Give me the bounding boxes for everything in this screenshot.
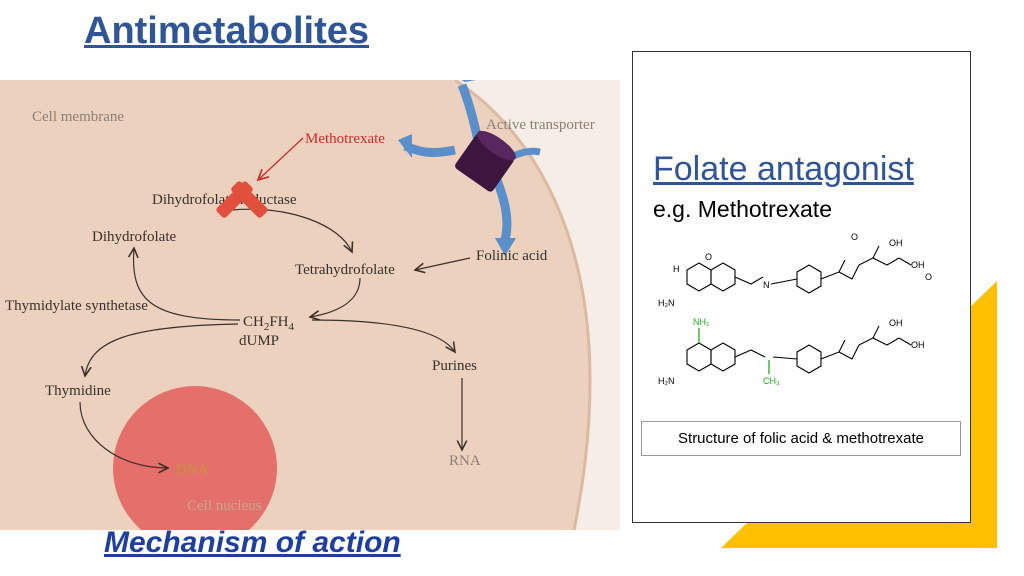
- folinic-acid-label: Folinic acid: [476, 248, 548, 264]
- cell-membrane-label: Cell membrane: [32, 109, 124, 125]
- folic-acid-structure: [686, 245, 912, 294]
- chem-oh-2: OH: [911, 260, 925, 270]
- chem-o-1: O: [851, 232, 858, 242]
- slide-title: Antimetabolites: [84, 10, 370, 52]
- chem-h2n-1: H₂N: [658, 298, 675, 308]
- cell-membrane-line: [454, 80, 592, 530]
- dihydrofolate-label: Dihydrofolate: [92, 229, 176, 245]
- purines-label: Purines: [432, 358, 477, 374]
- chem-oh-3: OH: [889, 318, 903, 328]
- dna-label: DNA: [176, 462, 209, 478]
- to-thymidine-arrow: [85, 323, 239, 376]
- panel-subtitle: e.g. Methotrexate: [653, 196, 832, 222]
- chemical-structures: O OH OH O H₂N H O N NH₂ CH₃ H₂: [647, 232, 959, 404]
- chem-oh-4: OH: [911, 340, 925, 350]
- mechanism-diagram: Cell membrane Active transporter Methotr…: [0, 80, 620, 530]
- chem-nh2-green: NH₂: [693, 317, 710, 327]
- chem-h2n-2: H₂N: [658, 376, 675, 386]
- structure-caption: Structure of folic acid & methotrexate: [641, 421, 961, 456]
- cell-nucleus-label: Cell nucleus: [187, 498, 262, 514]
- chem-o-2: O: [925, 272, 932, 282]
- methotrexate-arrow: [258, 137, 304, 180]
- panel-title: Folate antagonist: [653, 150, 914, 188]
- cell-nucleus: [113, 386, 277, 530]
- synthetase-return-arrow: [134, 248, 241, 321]
- chem-oh-1: OH: [889, 238, 903, 248]
- thf-to-ch2fh4-arrow: [310, 277, 361, 317]
- active-transporter-label: Active transporter: [486, 117, 595, 133]
- active-transporter: [398, 80, 541, 256]
- reductase-arrow: [229, 208, 352, 252]
- ch2fh4-label: CH2FH4: [243, 314, 295, 333]
- dump-label: dUMP: [239, 333, 279, 349]
- chem-ch3-green: CH₃: [763, 376, 780, 386]
- chem-h-1: H: [673, 264, 680, 274]
- thymidine-to-dna-arrow: [79, 401, 168, 468]
- chem-n-h: N: [763, 280, 770, 290]
- to-purines-arrow: [311, 319, 455, 352]
- inhibition-cross: [216, 181, 268, 218]
- tetrahydrofolate-label: Tetrahydrofolate: [295, 262, 395, 278]
- rna-label: RNA: [449, 453, 481, 469]
- methotrexate-structure: [686, 325, 912, 374]
- folinic-to-thf-arrow: [415, 257, 471, 270]
- chem-o-3: O: [705, 252, 712, 262]
- thymidine-label: Thymidine: [45, 383, 111, 399]
- thymidylate-synthetase-label: Thymidylate synthetase: [5, 298, 148, 314]
- methotrexate-label: Methotrexate: [305, 131, 385, 147]
- mechanism-caption: Mechanism of action: [104, 526, 401, 559]
